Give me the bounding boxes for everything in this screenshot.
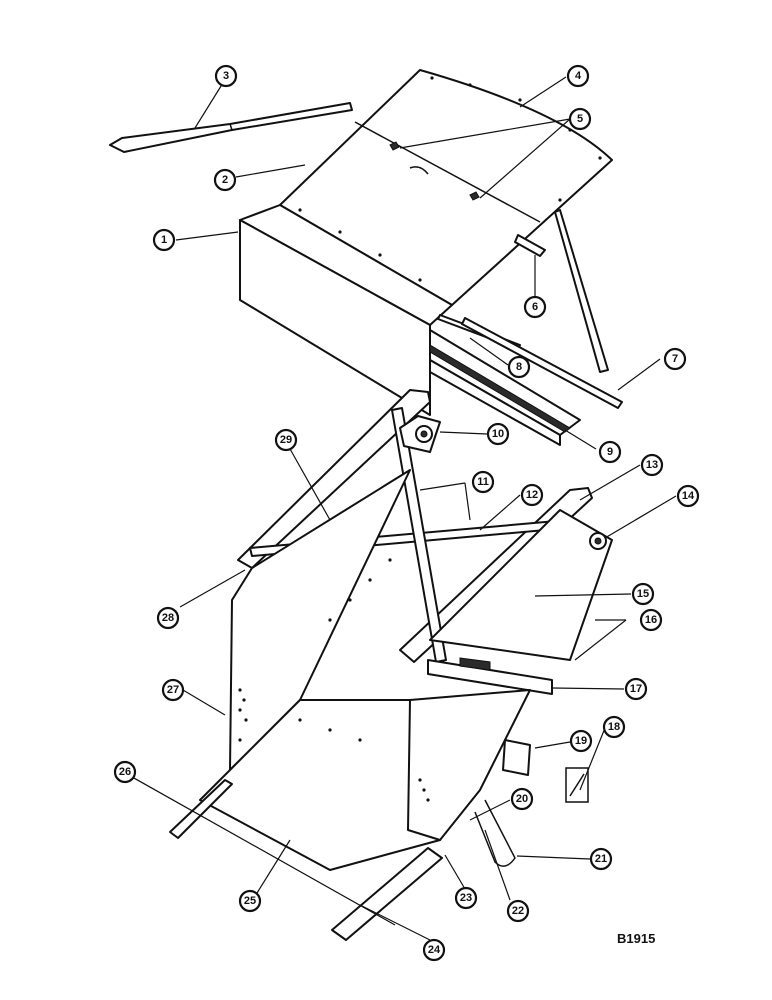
- svg-text:2: 2: [222, 174, 228, 186]
- hopper-assembly: [169, 389, 613, 941]
- callout-5: 5: [568, 107, 592, 131]
- callout-28: 28: [156, 606, 180, 630]
- svg-text:29: 29: [280, 434, 292, 446]
- svg-text:20: 20: [516, 793, 528, 805]
- svg-text:11: 11: [477, 476, 489, 488]
- callout-6: 6: [523, 295, 547, 319]
- svg-text:28: 28: [162, 612, 174, 624]
- callouts: 3 4 5 2 1 6 8 7 10 9 29 13 11 14 12 15 2…: [113, 64, 700, 962]
- svg-text:7: 7: [672, 353, 678, 365]
- hood-assembly: [109, 69, 623, 446]
- callout-24: 24: [422, 938, 446, 962]
- leader-lines: [124, 76, 677, 941]
- svg-text:19: 19: [575, 735, 587, 747]
- callout-12: 12: [520, 483, 544, 507]
- svg-text:16: 16: [645, 614, 657, 626]
- svg-text:12: 12: [526, 489, 538, 501]
- svg-text:9: 9: [607, 446, 613, 458]
- callout-15: 15: [631, 582, 655, 606]
- callout-18: 18: [602, 715, 626, 739]
- callout-1: 1: [152, 228, 176, 252]
- svg-text:25: 25: [244, 895, 256, 907]
- callout-20: 20: [510, 787, 534, 811]
- svg-text:13: 13: [646, 459, 658, 471]
- svg-text:4: 4: [575, 70, 582, 82]
- callout-16: 16: [639, 608, 663, 632]
- svg-text:10: 10: [492, 428, 504, 440]
- callout-11: 11: [471, 470, 495, 494]
- svg-text:24: 24: [428, 944, 441, 956]
- callout-14: 14: [676, 484, 700, 508]
- svg-text:14: 14: [682, 490, 695, 502]
- svg-text:1: 1: [161, 234, 167, 246]
- svg-text:21: 21: [595, 853, 607, 865]
- callout-23: 23: [454, 886, 478, 910]
- callout-27: 27: [161, 678, 185, 702]
- svg-text:23: 23: [460, 892, 472, 904]
- callout-4: 4: [566, 64, 590, 88]
- callout-3: 3: [214, 64, 238, 88]
- callout-9: 9: [598, 440, 622, 464]
- callout-19: 19: [569, 729, 593, 753]
- callout-17: 17: [624, 677, 648, 701]
- svg-text:17: 17: [630, 683, 642, 695]
- callout-26: 26: [113, 760, 137, 784]
- svg-text:18: 18: [608, 721, 620, 733]
- callout-7: 7: [663, 347, 687, 371]
- svg-text:6: 6: [532, 301, 538, 313]
- callout-22: 22: [506, 899, 530, 923]
- callout-21: 21: [589, 847, 613, 871]
- figure-code: B1915: [617, 931, 655, 946]
- svg-text:15: 15: [637, 588, 649, 600]
- callout-13: 13: [640, 453, 664, 477]
- callout-10: 10: [486, 422, 510, 446]
- callout-29: 29: [274, 428, 298, 452]
- svg-text:8: 8: [516, 361, 522, 373]
- callout-25: 25: [238, 889, 262, 913]
- callout-2: 2: [213, 168, 237, 192]
- svg-text:27: 27: [167, 684, 179, 696]
- callout-8: 8: [507, 355, 531, 379]
- svg-text:3: 3: [223, 70, 229, 82]
- svg-text:5: 5: [577, 113, 583, 125]
- svg-text:22: 22: [512, 905, 524, 917]
- svg-text:26: 26: [119, 766, 131, 778]
